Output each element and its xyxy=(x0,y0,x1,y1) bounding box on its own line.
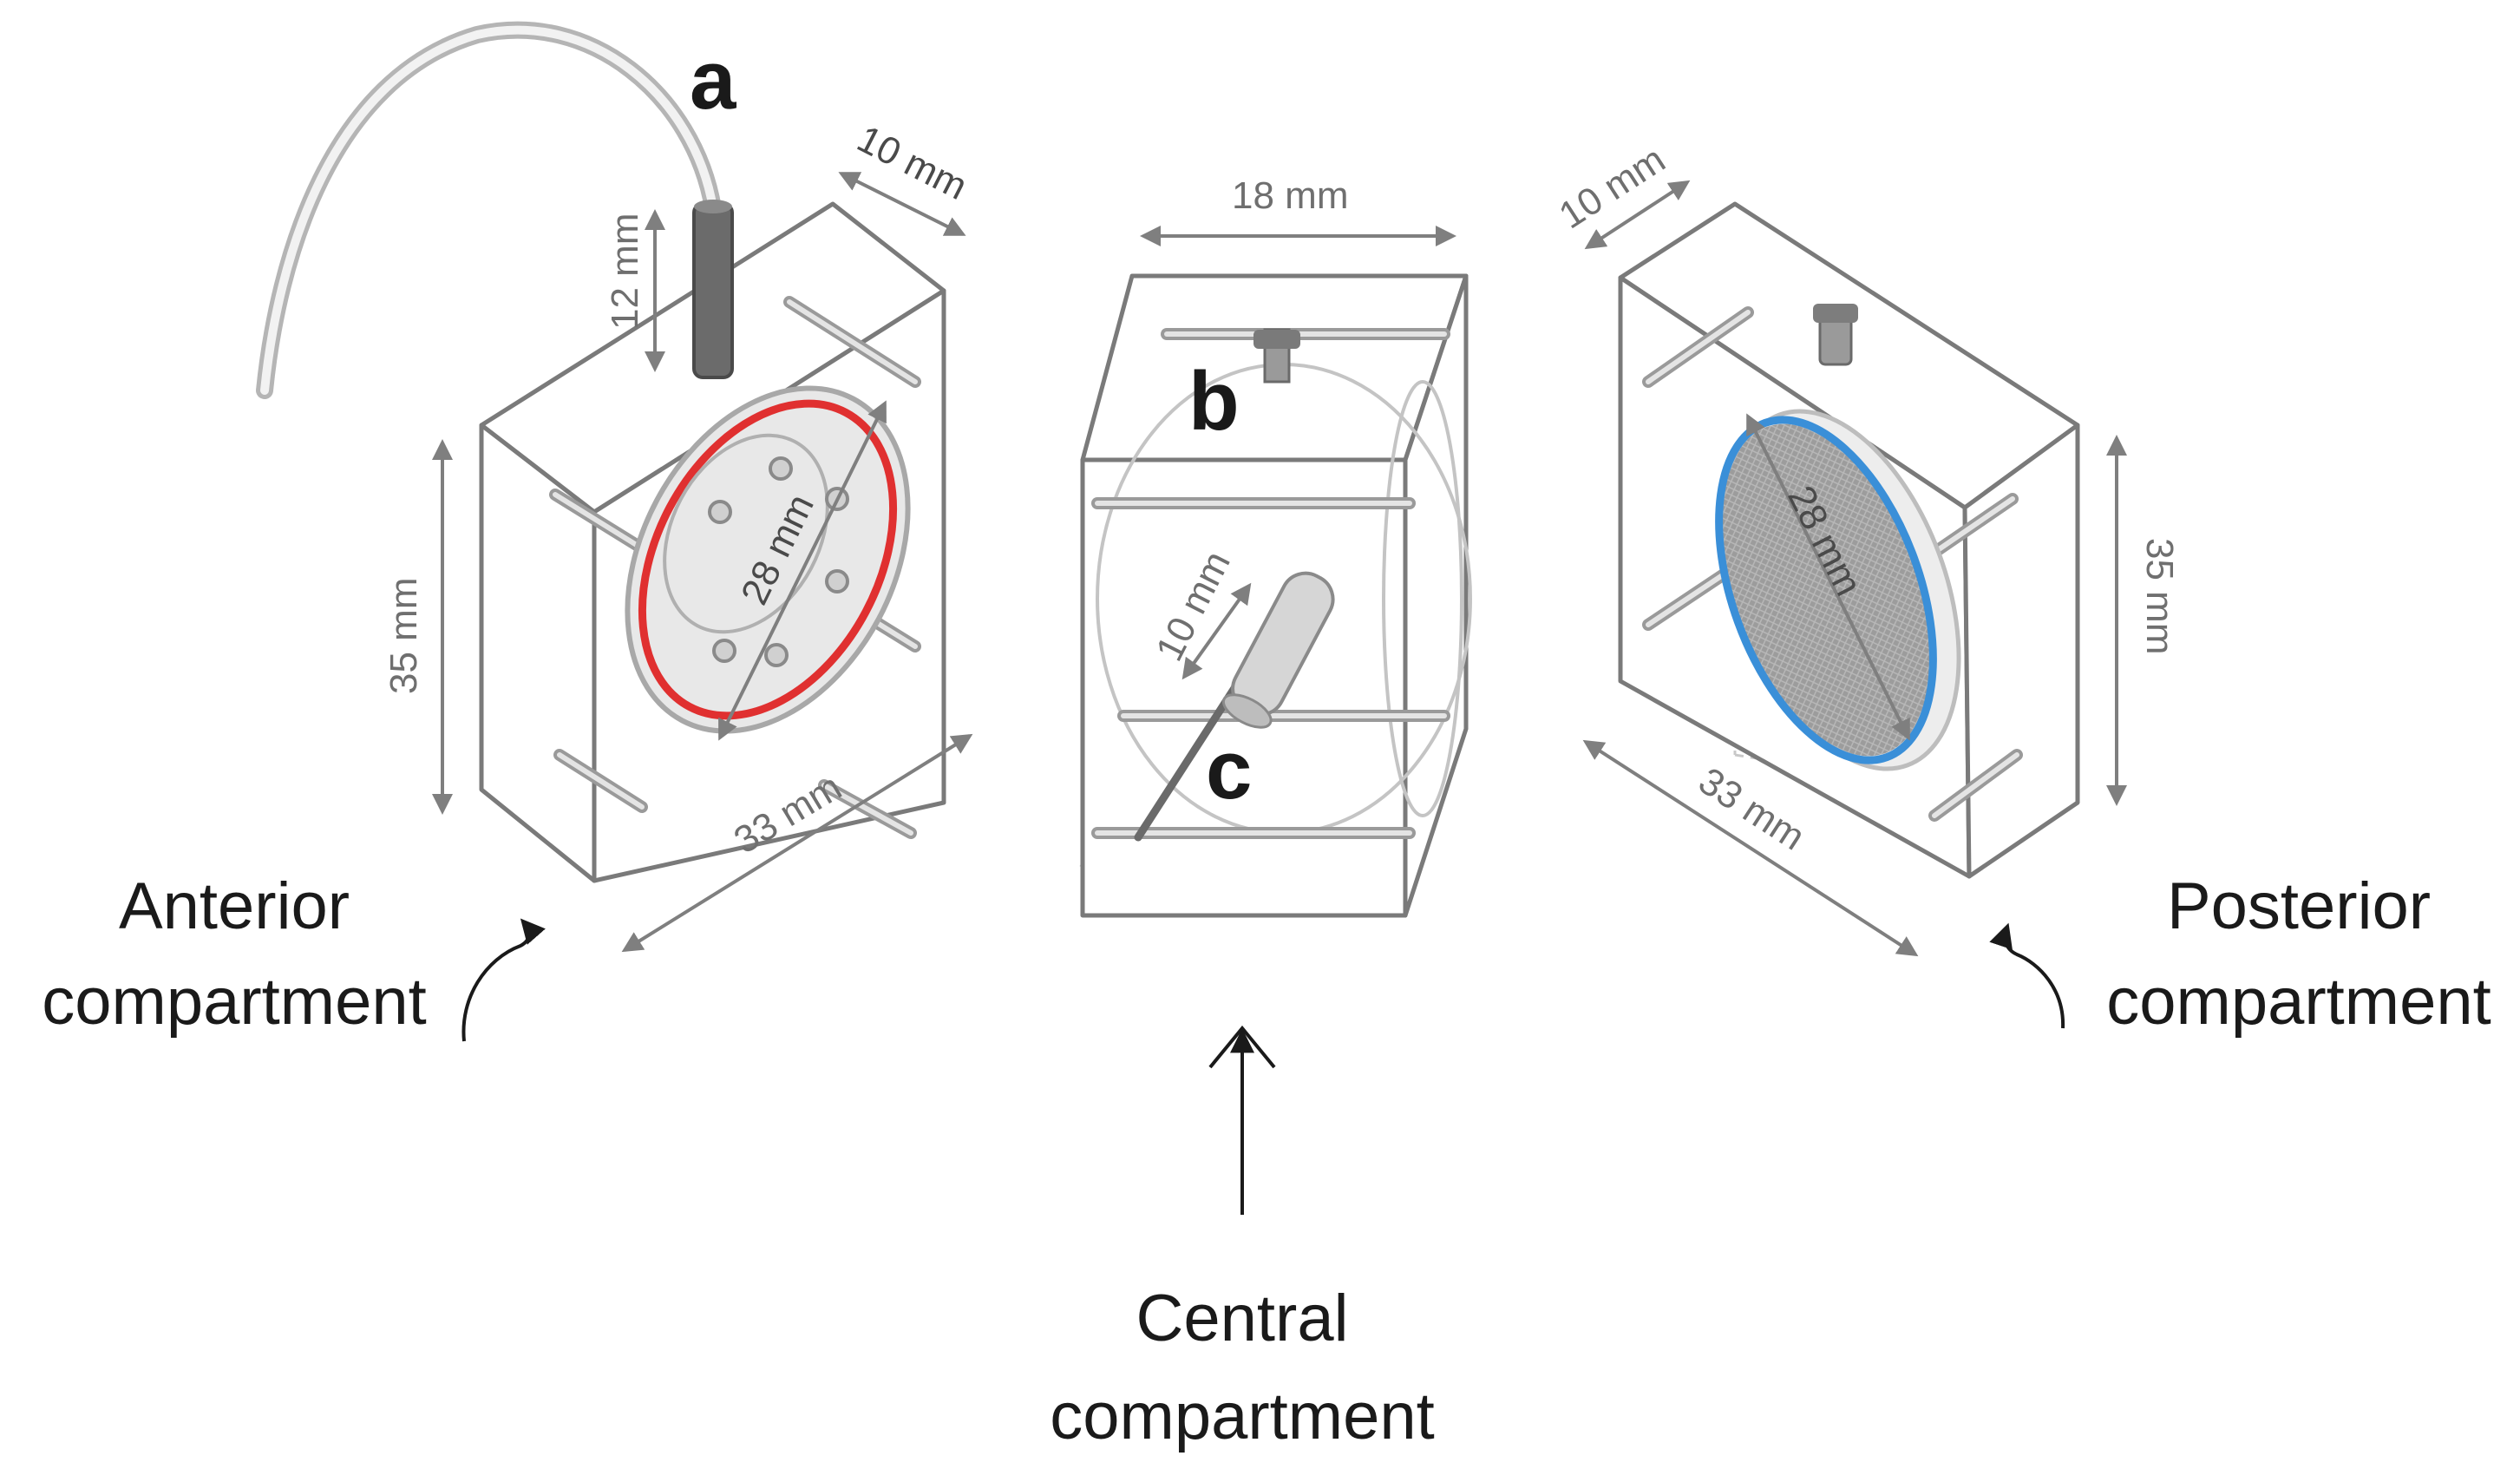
anterior-pointer xyxy=(461,918,546,1042)
anterior-caption-line1: Anterior xyxy=(119,869,350,943)
central-caption-line1: Central xyxy=(1136,1282,1349,1355)
probe-body xyxy=(1221,571,1335,729)
posterior-side-face xyxy=(1962,423,2080,879)
central-width-label: 18 mm xyxy=(1232,174,1348,217)
anterior-compartment: 10 mm 12 mm 35 mm 28 mm 33 mm xyxy=(256,21,974,953)
label-b: b xyxy=(1188,355,1240,448)
anterior-front-face xyxy=(479,423,597,883)
label-c: c xyxy=(1206,724,1252,816)
posterior-depth-label: 10 mm xyxy=(1552,138,1672,237)
posterior-compartment: 10 mm 28 mm 35 mm 33 mm xyxy=(1552,138,2181,957)
anterior-height-label: 35 mm xyxy=(383,578,425,694)
posterior-pointer xyxy=(1989,922,2065,1029)
central-compartment: 18 mm 10 mm xyxy=(1078,174,1472,918)
anterior-depth-label: 10 mm xyxy=(850,117,973,208)
probe-needle xyxy=(1134,681,1240,842)
posterior-caption-line2: compartment xyxy=(2106,965,2491,1039)
posterior-height-label: 35 mm xyxy=(2138,538,2181,654)
central-caption-line2: compartment xyxy=(1050,1380,1435,1453)
sensor-plug xyxy=(692,202,734,379)
posterior-knob xyxy=(1818,315,1853,366)
anterior-caption-line2: compartment xyxy=(42,965,427,1039)
label-a: a xyxy=(690,34,736,127)
anterior-sensor-height-label: 12 mm xyxy=(604,213,646,330)
posterior-caption-line1: Posterior xyxy=(2167,869,2431,943)
